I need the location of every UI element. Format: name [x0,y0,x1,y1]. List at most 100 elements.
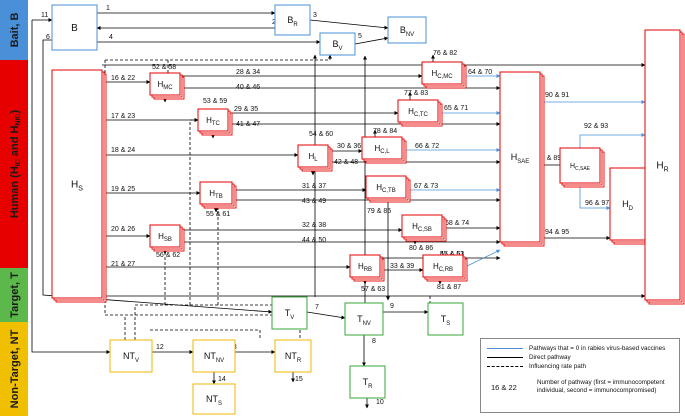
pathway-label: 4 [109,34,113,41]
band-nontarget-label: Non-Target, NT [9,329,21,408]
compartment-box [421,61,463,85]
pathway-label: 43 & 49 [302,198,326,205]
pathway-label: 68 & 74 [445,220,469,227]
pathway-label: 57 & 63 [361,286,385,293]
compartment-nts: NTS [192,383,236,415]
pathway-label: 19 & 25 [111,186,135,193]
edges [31,11,646,409]
compartment-hcsae: HC,SAE [559,147,605,188]
pathway-label: 33 & 39 [390,263,414,270]
band-human-bg [0,60,28,268]
compartment-hmc: HMC [149,72,185,100]
compartment-label: NTR [285,351,302,364]
compartment-box [51,69,103,299]
pathway-label: 40 & 46 [236,84,260,91]
compartment-bnv: BNV [387,16,427,44]
compartment-hctc: HC,TC [397,99,443,127]
compartment-box [297,144,329,168]
compartment-box [199,181,233,205]
compartment-label: TV [285,308,295,321]
pathway-label: 81 & 87 [437,284,461,291]
compartment-label: HC,TB [376,183,395,194]
compartment-label: NTNV [204,351,224,364]
pathway-label: 52 & 58 [152,64,176,71]
pathway-label: 77 & 83 [404,90,428,97]
legend-dashed-text: Influencing rate path [529,363,587,370]
compartment-label: TR [363,377,374,390]
pathway-label: 2 [272,19,276,26]
pathway-label: 55 & 61 [206,211,230,218]
compartment-tr: TR [349,365,386,399]
pathway-label: 14 [218,376,226,383]
pathway-label: 32 & 38 [302,222,326,229]
pathway-label: 56 & 62 [156,252,180,259]
compartment-bv: BV [319,32,356,56]
compartment-box [149,224,181,248]
compartment-label: NTV [123,351,139,364]
compartment-label: HTB [209,189,222,200]
compartment-box [319,32,356,56]
compartments: BBRBVBNVHSHMCHTCHLHTBHSBHRBHC,MCHC,TCHC,… [51,4,685,415]
compartment-box [109,339,153,373]
legend-direct: Direct pathway [487,354,571,361]
band-bait-bg [0,0,28,60]
legend-dashed: Influencing rate path [487,363,586,370]
compartment-label: HSB [158,232,172,243]
pathway-label: 64 & 70 [468,69,492,76]
pathway-edge [31,20,111,354]
compartment-box [192,339,236,373]
compartment-label: HC,RB [433,262,453,273]
pathway-edge [189,118,199,305]
compartment-hl: HL [297,144,333,172]
compartment-htc: HTC [197,108,233,136]
compartment-label: HL [308,152,318,163]
compartment-box [427,302,464,336]
pathway-label: 66 & 72 [415,143,439,150]
pathway-label: 20 & 26 [111,226,135,233]
compartment-label: HC,SAE [570,163,591,172]
pathway-label: 21 & 27 [111,261,135,268]
legend-number-note: Number of pathway (first = immunocompete… [537,379,665,394]
band-human-label: Human (HIC and HNIC) [9,110,22,219]
pathway-label: 42 & 48 [334,159,358,166]
compartment-label: HR [656,161,668,174]
pathway-edge [105,54,332,61]
compartment-box [274,339,312,373]
pathway-label: 80 & 86 [409,245,433,252]
band-target: Target, T [0,268,28,322]
compartment-hs: HS [51,69,107,303]
compartment-ts: TS [427,302,464,336]
compartment-box [387,16,427,44]
compartment-box [559,147,601,184]
band-target-label: Target, T [9,272,21,318]
pathway-label: 30 & 36 [337,143,361,150]
compartment-box [401,214,443,238]
band-bait-label: Bait, B [9,13,21,48]
compartment-box [274,4,311,36]
compartment-tnv: TNV [344,302,384,336]
legend-blue-text: Pathways that = 0 in rabies virus-based … [529,345,666,352]
band-target-bg [0,268,28,322]
compartment-box [51,4,98,51]
compartment-box [271,296,308,330]
band-nontarget-bg [0,322,28,416]
pathway-label: 54 & 60 [309,131,333,138]
compartment-label: HC,L [374,144,390,155]
compartment-label: BV [332,39,342,52]
pathway-edge [150,329,261,340]
pathway-label: 6 [46,34,50,41]
compartment-hcmc: HC,MC [421,61,467,89]
compartment-hctb: HC,TB [365,175,411,203]
compartment-b: B [51,4,98,51]
compartment-hd: HD [609,167,650,245]
compartment-label: HRB [358,262,372,273]
compartment-box [349,254,381,278]
compartment-label: TNV [357,314,371,327]
compartment-hsb: HSB [149,224,185,252]
compartment-ntv: NTV [109,339,153,373]
compartment-label: HD [622,199,634,212]
pathway-edge [579,133,646,148]
pathway-label: 17 & 23 [111,113,135,120]
compartment-label: HC,TC [408,107,428,118]
